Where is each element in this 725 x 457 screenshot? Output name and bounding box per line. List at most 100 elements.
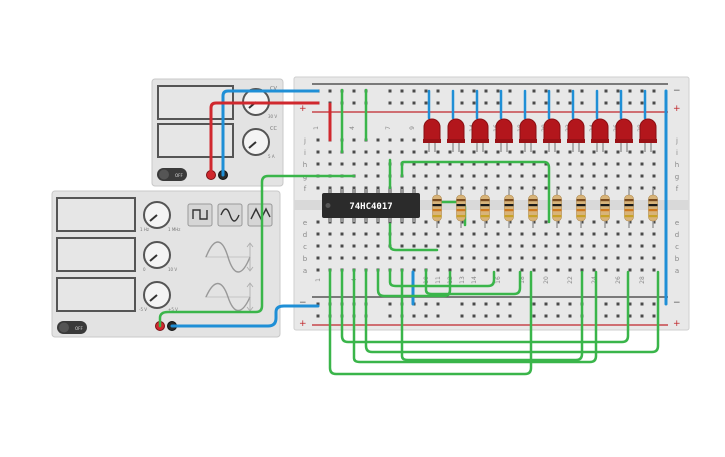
rail-hole[interactable] (556, 101, 560, 105)
breadboard-hole[interactable] (376, 138, 380, 142)
resistor[interactable] (456, 188, 466, 228)
breadboard-hole[interactable] (568, 150, 572, 154)
breadboard-hole[interactable] (508, 244, 512, 248)
breadboard-hole[interactable] (472, 268, 476, 272)
breadboard-hole[interactable] (508, 232, 512, 236)
breadboard-hole[interactable] (316, 220, 320, 224)
breadboard-hole[interactable] (640, 162, 644, 166)
breadboard-hole[interactable] (316, 150, 320, 154)
breadboard-hole[interactable] (616, 150, 620, 154)
breadboard-hole[interactable] (376, 174, 380, 178)
rail-hole[interactable] (484, 101, 488, 105)
breadboard-hole[interactable] (628, 162, 632, 166)
chip-body[interactable] (322, 193, 420, 218)
breadboard-hole[interactable] (352, 232, 356, 236)
breadboard-hole[interactable] (556, 150, 560, 154)
breadboard-hole[interactable] (652, 244, 656, 248)
breadboard-hole[interactable] (616, 162, 620, 166)
breadboard-hole[interactable] (628, 256, 632, 260)
breadboard-hole[interactable] (484, 220, 488, 224)
breadboard-hole[interactable] (400, 150, 404, 154)
breadboard-hole[interactable] (352, 138, 356, 142)
rail-hole[interactable] (616, 101, 620, 105)
breadboard-hole[interactable] (592, 244, 596, 248)
breadboard-hole[interactable] (520, 220, 524, 224)
breadboard-hole[interactable] (652, 232, 656, 236)
breadboard-hole[interactable] (412, 232, 416, 236)
rail-hole[interactable] (652, 314, 656, 318)
breadboard-hole[interactable] (508, 162, 512, 166)
breadboard-hole[interactable] (580, 162, 584, 166)
resistor[interactable] (480, 188, 490, 228)
breadboard-hole[interactable] (472, 186, 476, 190)
breadboard-hole[interactable] (616, 268, 620, 272)
blue-wires[interactable] (170, 89, 668, 328)
breadboard-hole[interactable] (640, 174, 644, 178)
breadboard-hole[interactable] (484, 256, 488, 260)
resistor[interactable] (528, 188, 538, 228)
rail-hole[interactable] (652, 302, 656, 306)
breadboard-hole[interactable] (472, 244, 476, 248)
breadboard-hole[interactable] (484, 162, 488, 166)
breadboard-hole[interactable] (508, 268, 512, 272)
wire-out-loop-5[interactable] (376, 268, 452, 298)
wire-out-loop-8[interactable] (424, 268, 522, 296)
breadboard-hole[interactable] (604, 186, 608, 190)
breadboard-hole[interactable] (316, 268, 320, 272)
rail-hole[interactable] (568, 89, 572, 93)
rail-hole[interactable] (616, 314, 620, 318)
breadboard-hole[interactable] (556, 232, 560, 236)
breadboard-hole[interactable] (460, 186, 464, 190)
breadboard-hole[interactable] (628, 220, 632, 224)
breadboard-hole[interactable] (364, 256, 368, 260)
breadboard-hole[interactable] (388, 256, 392, 260)
rail-hole[interactable] (328, 89, 332, 93)
breadboard-hole[interactable] (652, 186, 656, 190)
rail-hole[interactable] (544, 101, 548, 105)
breadboard-hole[interactable] (412, 162, 416, 166)
rail-hole[interactable] (640, 101, 644, 105)
breadboard-hole[interactable] (496, 162, 500, 166)
breadboard-hole[interactable] (628, 232, 632, 236)
breadboard-hole[interactable] (592, 268, 596, 272)
breadboard-hole[interactable] (556, 174, 560, 178)
wire-out-loop-6[interactable] (388, 268, 496, 288)
breadboard-hole[interactable] (412, 186, 416, 190)
rail-hole[interactable] (604, 101, 608, 105)
rail-hole[interactable] (436, 89, 440, 93)
breadboard-hole[interactable] (472, 150, 476, 154)
breadboard-hole[interactable] (592, 256, 596, 260)
breadboard-hole[interactable] (568, 232, 572, 236)
breadboard-hole[interactable] (604, 244, 608, 248)
breadboard-hole[interactable] (436, 162, 440, 166)
breadboard-hole[interactable] (544, 174, 548, 178)
breadboard-hole[interactable] (412, 256, 416, 260)
breadboard-hole[interactable] (376, 150, 380, 154)
breadboard-hole[interactable] (340, 162, 344, 166)
rail-hole[interactable] (412, 101, 416, 105)
breadboard-hole[interactable] (424, 174, 428, 178)
breadboard-hole[interactable] (532, 268, 536, 272)
breadboard-hole[interactable] (604, 220, 608, 224)
breadboard-hole[interactable] (364, 186, 368, 190)
breadboard-hole[interactable] (316, 186, 320, 190)
rail-hole[interactable] (568, 314, 572, 318)
rail-hole[interactable] (544, 314, 548, 318)
breadboard-hole[interactable] (568, 220, 572, 224)
breadboard-hole[interactable] (316, 138, 320, 142)
breadboard-hole[interactable] (388, 150, 392, 154)
breadboard-hole[interactable] (436, 256, 440, 260)
breadboard-hole[interactable] (616, 244, 620, 248)
breadboard-hole[interactable] (640, 232, 644, 236)
breadboard-hole[interactable] (556, 256, 560, 260)
breadboard-hole[interactable] (376, 162, 380, 166)
breadboard-hole[interactable] (328, 244, 332, 248)
breadboard-hole[interactable] (364, 162, 368, 166)
led[interactable] (471, 118, 489, 152)
breadboard-hole[interactable] (436, 244, 440, 248)
rail-hole[interactable] (484, 302, 488, 306)
wire-ps-positive-to-rail[interactable] (209, 101, 320, 177)
rail-hole[interactable] (496, 302, 500, 306)
